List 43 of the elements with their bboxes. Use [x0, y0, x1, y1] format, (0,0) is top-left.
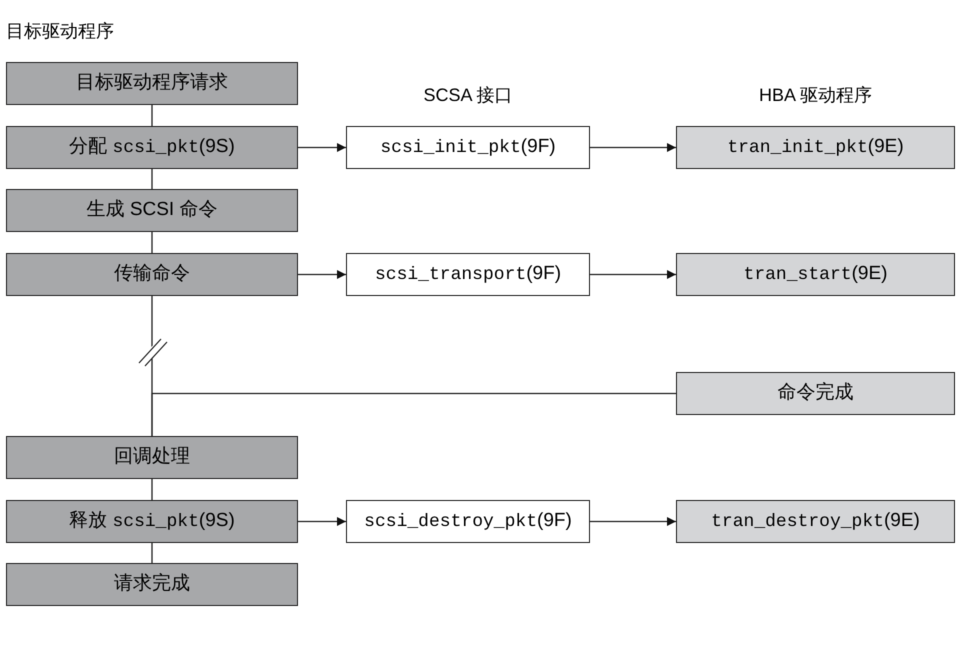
connector-line [590, 143, 676, 152]
process-box [6, 253, 298, 296]
node-text: scsi_destroy_pkt(9F) [364, 509, 572, 534]
node-text: tran_start(9E) [744, 262, 888, 287]
connector-line [151, 479, 153, 500]
process-box [6, 189, 298, 232]
node-text: tran_init_pkt(9E) [727, 135, 904, 160]
connector-line [151, 105, 153, 126]
process-box [6, 563, 298, 606]
interface-box [346, 500, 590, 543]
connector-line [298, 517, 346, 526]
node-text: scsi_transport(9F) [374, 262, 562, 287]
node-text: 释放 scsi_pkt(9S) [69, 509, 235, 534]
interface-box [346, 126, 590, 169]
connector-line [151, 392, 676, 436]
node-text: 回调处理 [114, 445, 190, 470]
connector-line [151, 232, 153, 253]
column-header: SCSA 接口 [422, 84, 514, 107]
connector-line [151, 169, 153, 189]
node-text: scsi_init_pkt(9F) [380, 135, 556, 160]
node-text: 分配 scsi_pkt(9S) [69, 135, 235, 160]
process-box [6, 62, 298, 105]
interface-box [346, 253, 590, 296]
process-box [6, 436, 298, 479]
driver-box [676, 253, 955, 296]
node-text: 命令完成 [778, 381, 854, 406]
driver-box [676, 500, 955, 543]
process-box [6, 500, 298, 543]
node-text: 目标驱动程序请求 [76, 71, 228, 96]
node-text: 生成 SCSI 命令 [86, 198, 218, 222]
process-box [6, 126, 298, 169]
column-header: 目标驱动程序 [6, 20, 115, 43]
connector-line [590, 270, 676, 279]
connector-line [298, 270, 346, 279]
connector-line [590, 517, 676, 526]
node-text: tran_destroy_pkt(9E) [711, 509, 920, 534]
column-header: HBA 驱动程序 [758, 84, 874, 107]
driver-box [676, 372, 955, 415]
node-text: 请求完成 [114, 572, 190, 596]
node-text: 传输命令 [114, 262, 190, 286]
connector-line [151, 543, 153, 563]
driver-box [676, 126, 955, 169]
connector-line [298, 143, 346, 152]
